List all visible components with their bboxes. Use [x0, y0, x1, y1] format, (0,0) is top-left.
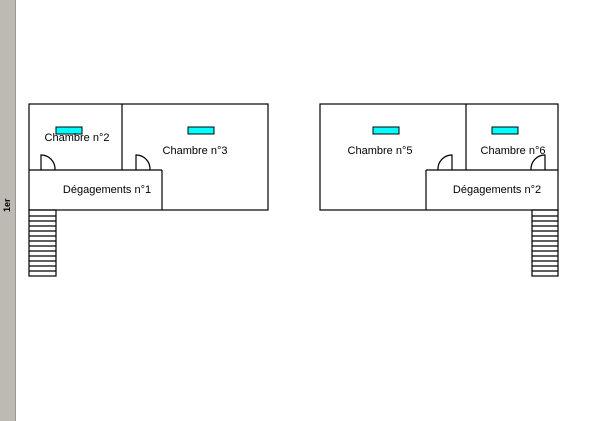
left-unit-outline	[28, 103, 269, 211]
door-swing-icon[interactable]	[135, 154, 151, 171]
room-label-chambre5: Chambre n°5	[348, 145, 413, 157]
room-label-chambre3: Chambre n°3	[163, 145, 228, 157]
radiator-icon[interactable]	[491, 126, 519, 135]
room-label-chambre2: Chambre n°2	[45, 132, 110, 144]
right-unit-outline	[319, 103, 559, 211]
room-label-chambre6: Chambre n°6	[481, 145, 546, 157]
staircase-icon	[531, 209, 559, 277]
floor-tab[interactable]: 1er	[0, 0, 16, 421]
radiator-icon[interactable]	[187, 126, 215, 135]
door-swing-icon[interactable]	[40, 154, 56, 171]
room-label-degagements1: Dégagements n°1	[63, 184, 151, 196]
door-swing-icon[interactable]	[437, 154, 453, 171]
room-label-degagements2: Dégagements n°2	[453, 184, 541, 196]
right-unit	[319, 103, 559, 277]
door-swing-icon[interactable]	[530, 154, 546, 171]
staircase-icon	[28, 209, 57, 277]
left-unit	[28, 103, 269, 277]
radiator-icon[interactable]	[372, 126, 400, 135]
radiator-icon[interactable]	[55, 126, 83, 135]
